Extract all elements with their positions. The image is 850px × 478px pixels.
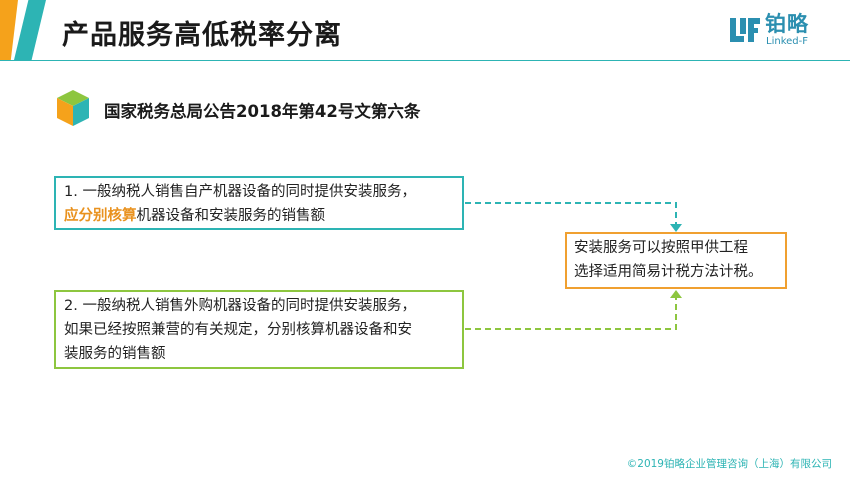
- logo-text: 铂略: [765, 12, 809, 36]
- page-title: 产品服务高低税率分离: [62, 20, 342, 51]
- rule-2-line-1: 2. 一般纳税人销售外购机器设备的同时提供安装服务，: [64, 298, 416, 314]
- arrow-head-top-icon: [670, 224, 682, 232]
- conclusion-line-1: 安装服务可以按照甲供工程: [574, 240, 748, 256]
- rule-box-1: 1. 一般纳税人销售自产机器设备的同时提供安装服务， 应分别核算机器设备和安装服…: [54, 176, 464, 230]
- rule-1-highlight: 应分别核算: [64, 208, 137, 224]
- rule-box-2: 2. 一般纳税人销售外购机器设备的同时提供安装服务， 如果已经按照兼营的有关规定…: [54, 290, 464, 369]
- rule-2-line-2: 如果已经按照兼营的有关规定，分别核算机器设备和安: [64, 322, 412, 338]
- footer-copyright: ©2019铂略企业管理咨询（上海）有限公司: [626, 458, 832, 470]
- connector-line-bottom: [465, 296, 677, 330]
- rule-2-line-3: 装服务的销售额: [64, 346, 166, 362]
- logo-mark-icon: [730, 18, 760, 42]
- connector-line-top: [465, 202, 677, 226]
- rule-1-line-2: 应分别核算机器设备和安装服务的销售额: [64, 204, 462, 228]
- section-heading: 国家税务总局公告2018年第42号文第六条: [104, 102, 421, 121]
- logo-subtext: Linked-F: [766, 36, 808, 47]
- conclusion-box: 安装服务可以按照甲供工程 选择适用简易计税方法计税。: [565, 232, 787, 289]
- rule-1-line-1: 1. 一般纳税人销售自产机器设备的同时提供安装服务，: [64, 184, 416, 200]
- cube-icon: [57, 90, 89, 126]
- conclusion-line-2: 选择适用简易计税方法计税。: [574, 264, 763, 280]
- company-logo: 铂略 Linked-F: [728, 12, 838, 52]
- rule-1-line-2-rest: 机器设备和安装服务的销售额: [136, 208, 326, 224]
- header-bar: 产品服务高低税率分离 铂略 Linked-F: [0, 0, 850, 60]
- header-divider: [0, 60, 850, 61]
- arrow-head-bottom-icon: [670, 290, 682, 298]
